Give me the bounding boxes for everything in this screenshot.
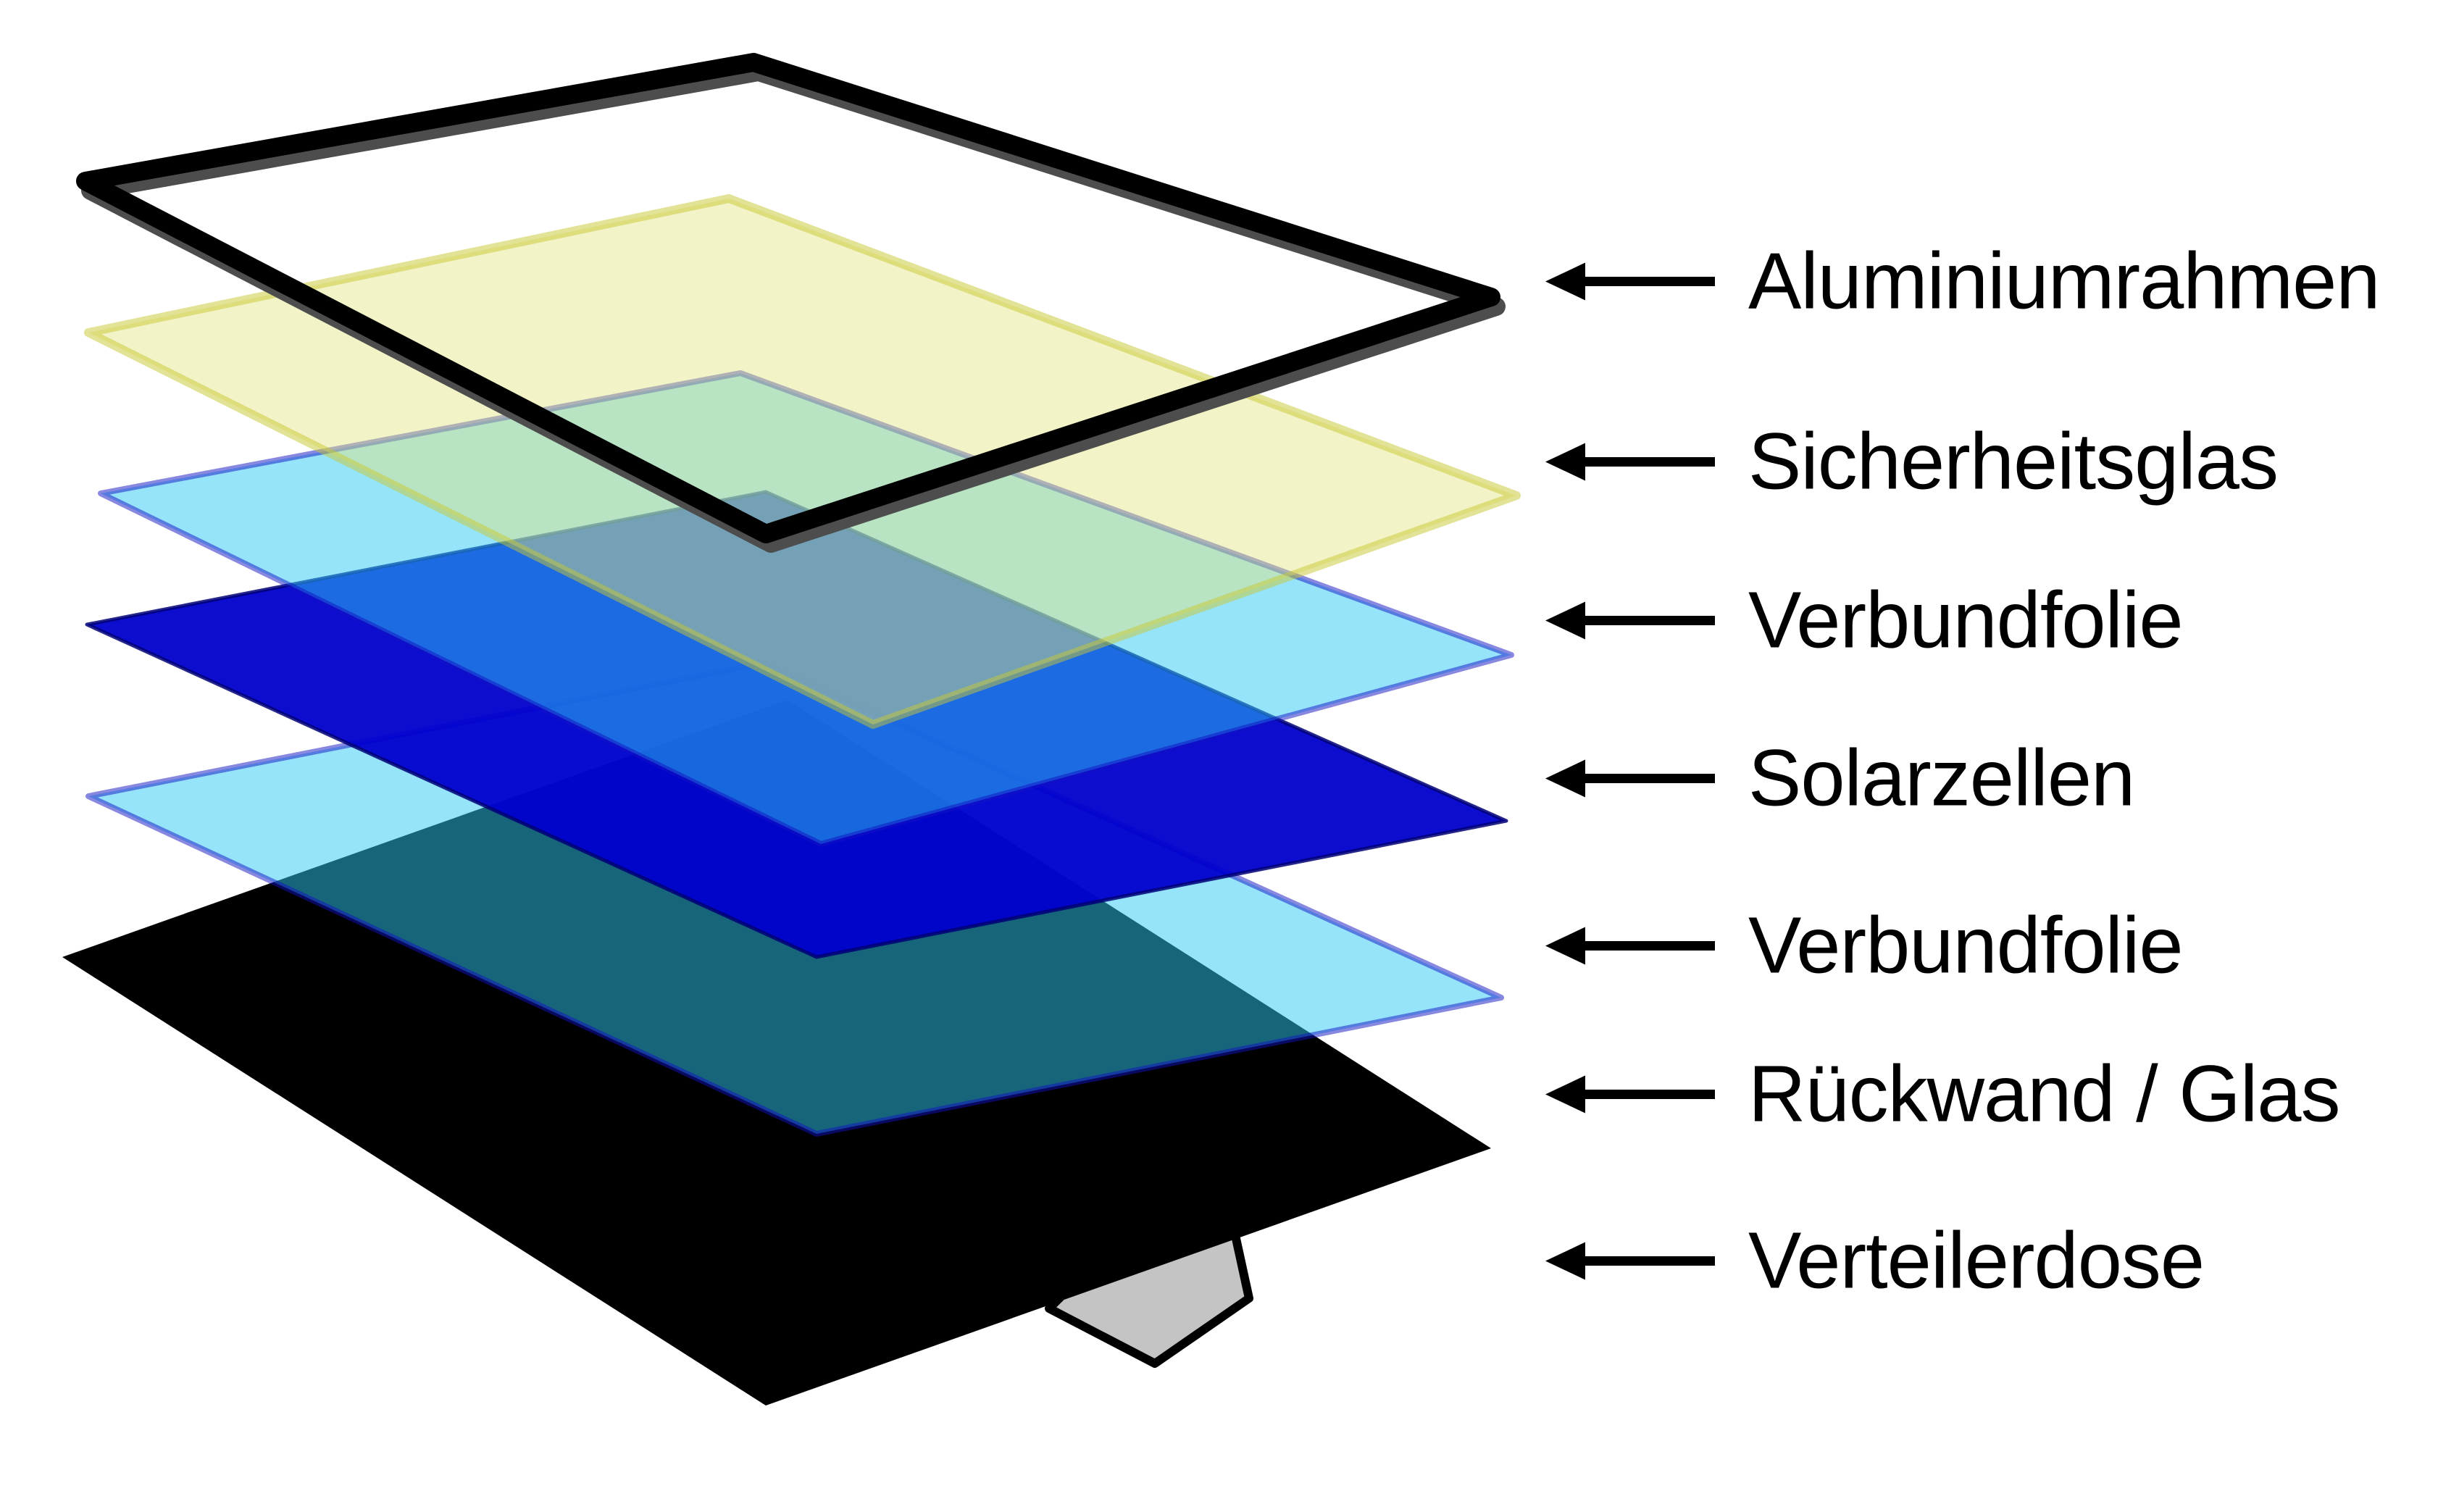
legend-row-solarzellen: Solarzellen	[1545, 733, 2135, 823]
legend-row-verbundfolie-upper: Verbundfolie	[1545, 575, 2184, 665]
layer-label-verteilerdose: Verteilerdose	[1748, 1216, 2205, 1306]
left-arrow-icon	[1545, 1242, 1715, 1279]
legend-row-sicherheitsglas: Sicherheitsglas	[1545, 417, 2279, 506]
left-arrow-icon	[1545, 443, 1715, 480]
layer-aluminiumrahmen-frame	[76, 53, 1500, 543]
layer-label-sicherheitsglas: Sicherheitsglas	[1748, 417, 2279, 506]
layer-label-rueckwand-glas: Rückwand / Glas	[1748, 1049, 2340, 1139]
layer-stack-graphic	[62, 53, 1521, 1406]
legend-row-verteilerdose: Verteilerdose	[1545, 1216, 2205, 1306]
left-arrow-icon	[1545, 601, 1715, 639]
layer-label-verbundfolie-lower: Verbundfolie	[1748, 901, 2184, 990]
left-arrow-icon	[1545, 759, 1715, 797]
legend-row-verbundfolie-lower: Verbundfolie	[1545, 901, 2184, 990]
legend-row-rueckwand-glas: Rückwand / Glas	[1545, 1049, 2340, 1139]
layer-label-aluminiumrahmen: Aluminiumrahmen	[1748, 236, 2380, 326]
layer-verbundfolie-upper	[98, 370, 1514, 847]
layer-label-solarzellen: Solarzellen	[1748, 733, 2135, 823]
left-arrow-icon	[1545, 262, 1715, 300]
layer-label-verbundfolie-upper: Verbundfolie	[1748, 575, 2184, 665]
legend-row-aluminiumrahmen: Aluminiumrahmen	[1545, 236, 2380, 326]
left-arrow-icon	[1545, 927, 1715, 964]
left-arrow-icon	[1545, 1075, 1715, 1113]
